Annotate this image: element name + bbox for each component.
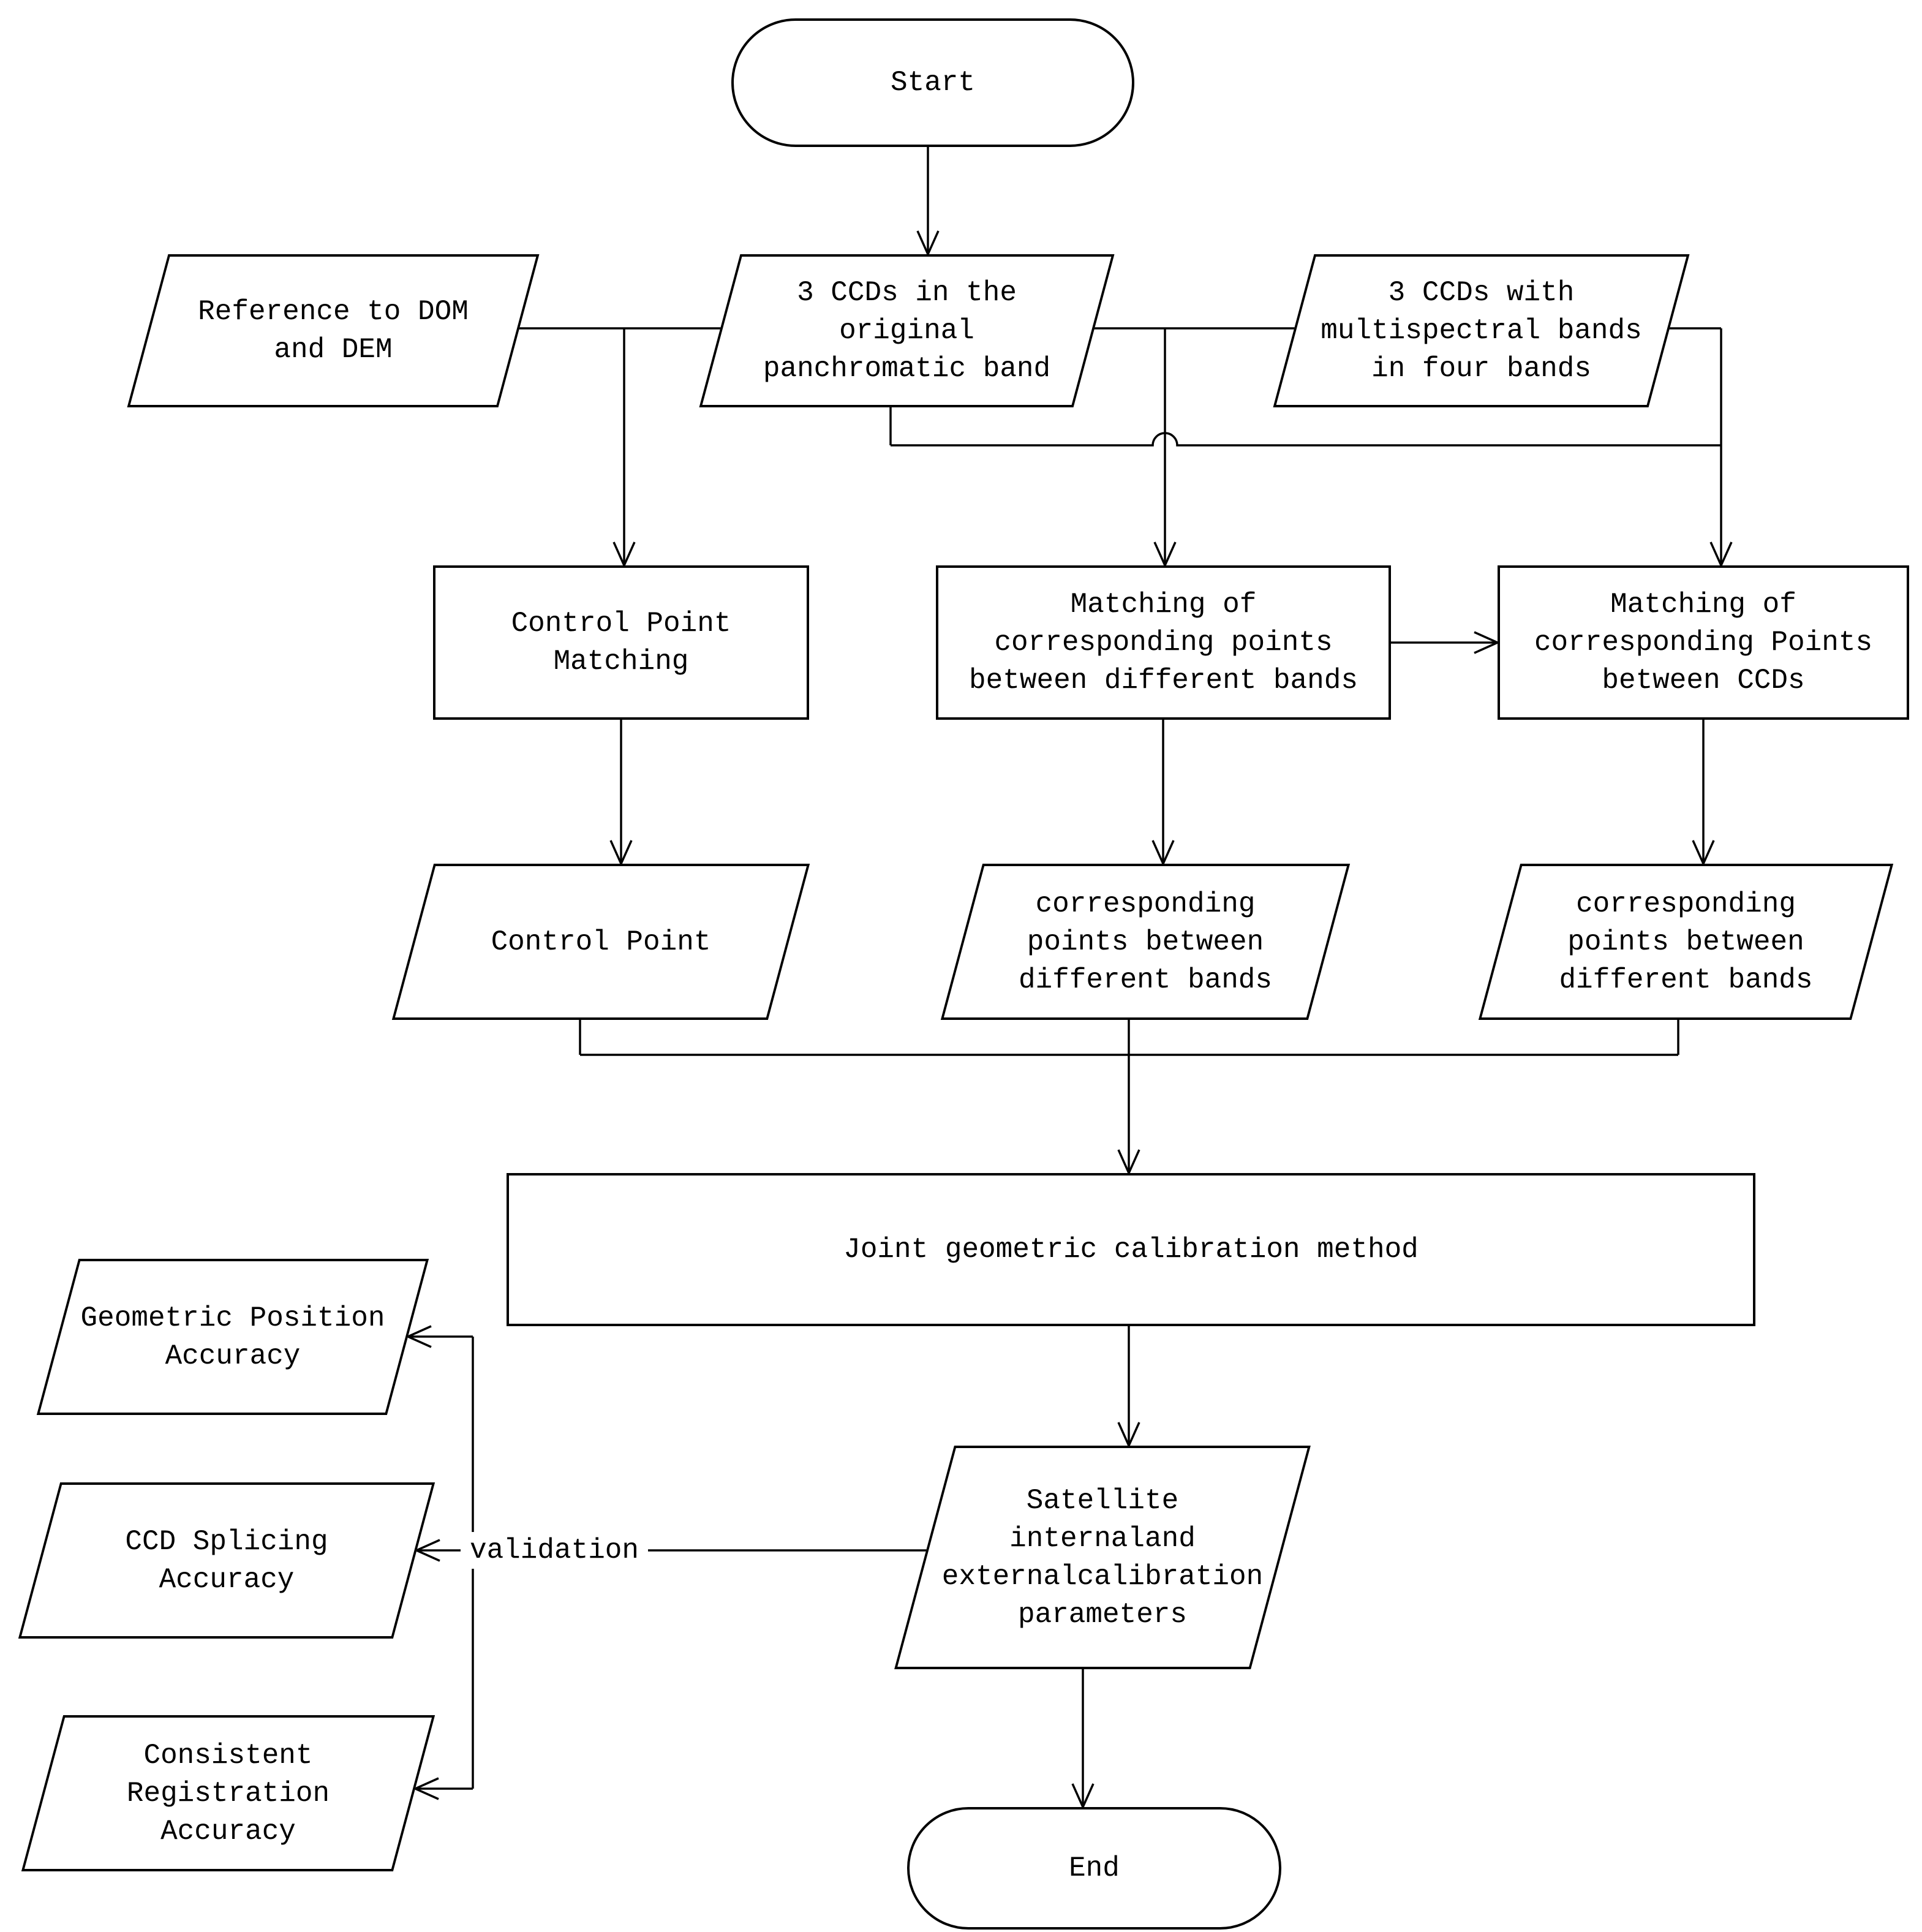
- satellite-parameters-node: Satellite internaland externalcalibratio…: [894, 1446, 1311, 1669]
- ccds-multispectral-node: 3 CCDs with multispectral bands in four …: [1273, 254, 1690, 407]
- geometric-position-accuracy-label: Geometric Position Accuracy: [80, 1302, 385, 1372]
- corresponding-points-bands-label: corresponding points between different b…: [1018, 888, 1273, 996]
- matching-between-bands-node: Matching of corresponding points between…: [936, 565, 1391, 720]
- corresponding-points-ccds-node: corresponding points between different b…: [1478, 864, 1894, 1020]
- ccd-splicing-accuracy-node: CCD Splicing Accuracy: [18, 1482, 435, 1639]
- consistent-registration-accuracy-node: Consistent Registration Accuracy: [21, 1715, 435, 1871]
- end-node: End: [907, 1807, 1281, 1930]
- geometric-position-accuracy-node: Geometric Position Accuracy: [36, 1259, 429, 1415]
- ccd-splicing-accuracy-label: CCD Splicing Accuracy: [125, 1525, 328, 1596]
- ccds-panchromatic-node: 3 CCDs in the original panchromatic band: [699, 254, 1115, 407]
- reference-dom-dem-label: Reference to DOM and DEM: [198, 296, 469, 366]
- matching-between-ccds-label: Matching of corresponding Points between…: [1534, 589, 1873, 696]
- edge-panchromatic-to-ccds-bus: [891, 432, 1721, 447]
- end-label: End: [1069, 1852, 1120, 1884]
- validation-edge-label: validation: [461, 1532, 648, 1569]
- corresponding-points-bands-node: corresponding points between different b…: [940, 864, 1351, 1020]
- control-point-matching-node: Control Point Matching: [433, 565, 809, 720]
- control-point-matching-label: Control Point Matching: [511, 608, 731, 677]
- control-point-node: Control Point: [391, 864, 810, 1020]
- joint-calibration-label: Joint geometric calibration method: [843, 1234, 1419, 1266]
- start-node: Start: [731, 18, 1134, 147]
- matching-between-bands-label: Matching of corresponding points between…: [969, 589, 1358, 696]
- control-point-label: Control Point: [491, 926, 711, 958]
- start-label: Start: [890, 67, 976, 99]
- ccds-multispectral-label: 3 CCDs with multispectral bands in four …: [1321, 277, 1642, 385]
- reference-dom-dem-node: Reference to DOM and DEM: [127, 254, 540, 407]
- consistent-registration-accuracy-label: Consistent Registration Accuracy: [126, 1739, 330, 1847]
- corresponding-points-ccds-label: corresponding points between different b…: [1559, 888, 1813, 996]
- matching-between-ccds-node: Matching of corresponding Points between…: [1498, 565, 1909, 720]
- ccds-panchromatic-label: 3 CCDs in the original panchromatic band: [763, 277, 1051, 385]
- joint-calibration-node: Joint geometric calibration method: [507, 1173, 1755, 1326]
- satellite-parameters-label: Satellite internaland externalcalibratio…: [941, 1484, 1264, 1631]
